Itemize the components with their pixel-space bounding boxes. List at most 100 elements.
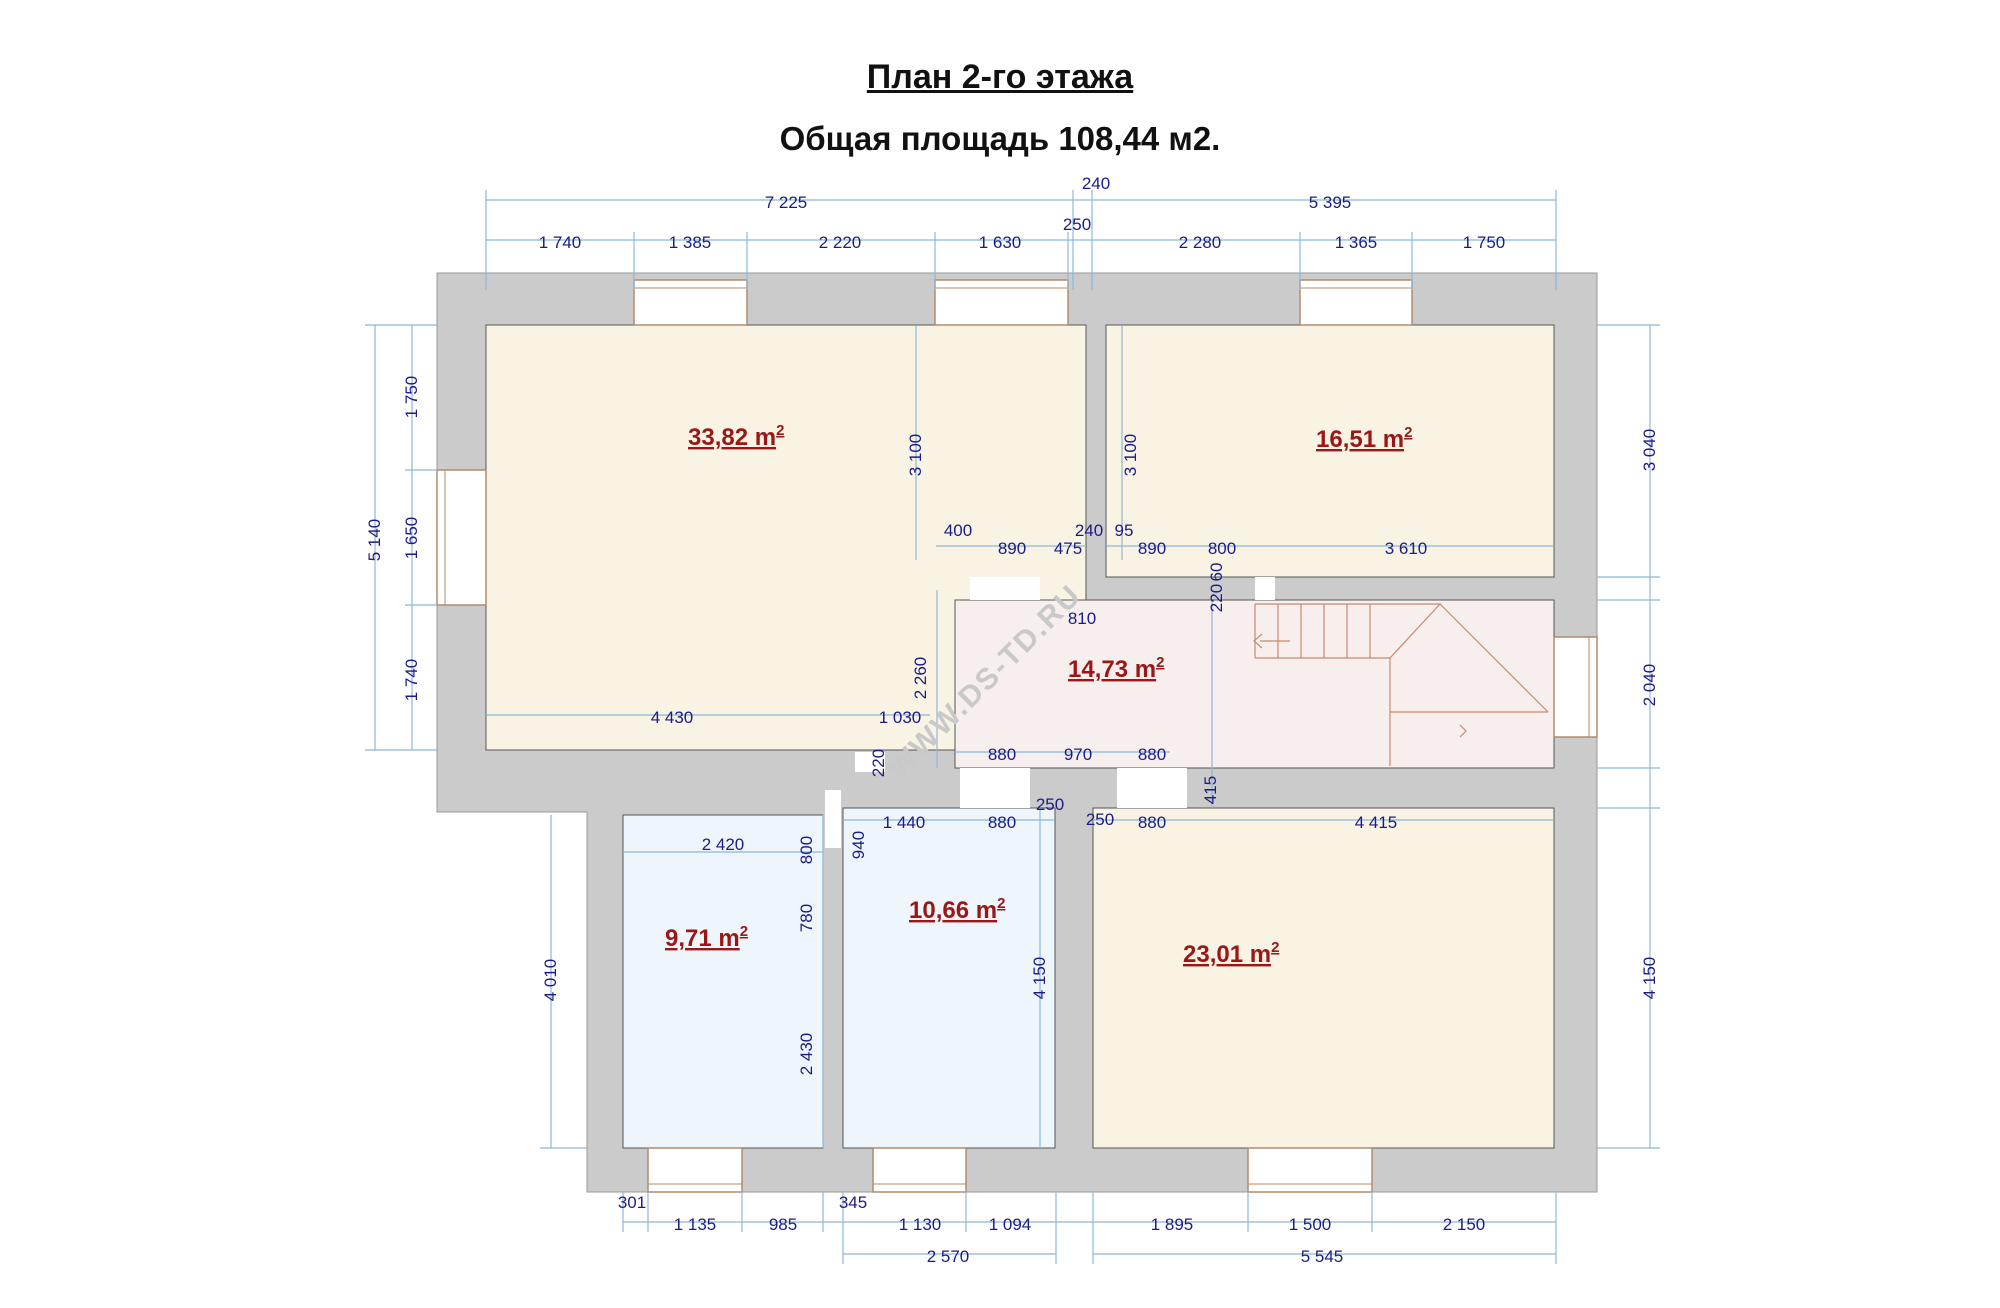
dim-inner-780-v: 780 <box>797 904 816 932</box>
door-hall-right <box>1255 577 1275 600</box>
top-dimensions: 7 225 240 5 395 1 740 1 385 2 220 1 630 … <box>539 174 1506 252</box>
dimension-lines <box>365 190 1660 1264</box>
dim-inner-2260: 2 260 <box>911 657 930 700</box>
dim-bottom-6: 1 094 <box>989 1215 1032 1234</box>
dim-inner-4150-v: 4 150 <box>1030 957 1049 1000</box>
dim-bottom-8: 1 500 <box>1289 1215 1332 1234</box>
dim-bottom-5: 1 130 <box>899 1215 942 1234</box>
dim-inner-220-b: 220 <box>869 749 888 777</box>
dim-bottom-2: 1 135 <box>674 1215 717 1234</box>
plan-title: План 2-го этажа <box>866 58 1134 96</box>
dim-left-1: 1 750 <box>402 376 421 419</box>
dim-top-total-mid: 240 <box>1082 174 1110 193</box>
window-bottom-1 <box>647 1147 743 1193</box>
dim-inner-890-b: 890 <box>1138 539 1166 558</box>
dim-left-total: 5 140 <box>365 519 384 562</box>
window-bottom-2 <box>872 1147 967 1193</box>
dim-inner-60: 60 <box>1207 563 1226 582</box>
dim-top-5: 250 <box>1063 215 1091 234</box>
dim-inner-970: 970 <box>1064 745 1092 764</box>
dim-inner-3100-a: 3 100 <box>906 434 925 477</box>
dim-inner-4430: 4 430 <box>651 708 694 727</box>
dim-bottom-total-1: 2 570 <box>927 1247 970 1266</box>
left-dimensions: 5 140 1 750 1 650 1 740 4 010 <box>365 376 560 1002</box>
dim-left-2: 1 650 <box>402 517 421 560</box>
dim-top-3: 2 220 <box>819 233 862 252</box>
dim-top-2: 1 385 <box>669 233 712 252</box>
dim-bottom-3: 985 <box>769 1215 797 1234</box>
room-3-floor <box>622 814 824 1149</box>
dim-inner-2420: 2 420 <box>702 835 745 854</box>
window-left <box>436 469 487 606</box>
dim-top-total-left: 7 225 <box>765 193 808 212</box>
dim-inner-810: 810 <box>1068 609 1096 628</box>
dim-inner-1030: 1 030 <box>879 708 922 727</box>
dim-top-7: 1 365 <box>1335 233 1378 252</box>
dim-inner-800-v: 800 <box>797 836 816 864</box>
dim-left-lower: 4 010 <box>541 959 560 1002</box>
dim-inner-250-a: 250 <box>1036 795 1064 814</box>
room-area-labels: 33,82 m2 16,51 m2 14,73 m2 9,71 m2 10,66… <box>665 422 1412 968</box>
dim-inner-800-a: 800 <box>1208 539 1236 558</box>
dim-inner-415: 415 <box>1201 776 1220 804</box>
dim-inner-240: 240 <box>1075 521 1103 540</box>
rooms <box>485 324 1555 1149</box>
lobby-floor <box>825 790 841 848</box>
room-2-floor <box>1105 324 1555 578</box>
dim-inner-400: 400 <box>944 521 972 540</box>
dim-right-2: 2 040 <box>1640 664 1659 707</box>
dim-inner-475: 475 <box>1054 539 1082 558</box>
door-gap-room-1 <box>855 752 885 772</box>
window-top-3 <box>1299 279 1413 326</box>
dim-inner-4415: 4 415 <box>1355 813 1398 832</box>
dim-top-total-right: 5 395 <box>1309 193 1352 212</box>
dim-bottom-9: 2 150 <box>1443 1215 1486 1234</box>
right-dimensions: 3 040 2 040 4 150 <box>1640 429 1659 1000</box>
area-label-hall: 14,73 m2 <box>1068 654 1164 683</box>
dim-right-3: 4 150 <box>1640 957 1659 1000</box>
dim-inner-880-a: 880 <box>988 745 1016 764</box>
total-area-label: Общая площадь 108,44 м2. <box>779 120 1221 157</box>
bottom-dimensions: 301 1 135 985 345 1 130 1 094 1 895 1 50… <box>618 1193 1485 1266</box>
dim-top-1: 1 740 <box>539 233 582 252</box>
door-hall-bottom-2 <box>1117 768 1187 808</box>
dim-inner-220-a: 220 <box>1207 584 1226 612</box>
windows <box>436 279 1598 1193</box>
dim-inner-3610: 3 610 <box>1385 539 1428 558</box>
dim-bottom-1: 301 <box>618 1193 646 1212</box>
dim-inner-890-a: 890 <box>998 539 1026 558</box>
area-label-room-1: 33,82 m2 <box>688 422 784 451</box>
dim-inner-880-b: 880 <box>1138 745 1166 764</box>
dim-bottom-4: 345 <box>839 1193 867 1212</box>
area-label-room-2: 16,51 m2 <box>1316 424 1412 453</box>
dim-right-1: 3 040 <box>1640 429 1659 472</box>
window-right <box>1553 636 1598 738</box>
dim-inner-2430-v: 2 430 <box>797 1033 816 1076</box>
room-5-floor <box>1092 807 1555 1149</box>
room-4-floor <box>842 807 1056 1149</box>
dim-inner-880-c: 880 <box>988 813 1016 832</box>
dim-inner-1440: 1 440 <box>883 813 926 832</box>
dim-left-3: 1 740 <box>402 659 421 702</box>
window-bottom-3 <box>1247 1147 1373 1193</box>
window-top-2 <box>934 279 1069 326</box>
dim-bottom-total-2: 5 545 <box>1301 1247 1344 1266</box>
area-label-room-4: 10,66 m2 <box>909 895 1005 924</box>
inner-dimensions: 3 100 3 100 400 890 475 240 95 890 800 3… <box>651 434 1428 1076</box>
dim-inner-3100-b: 3 100 <box>1121 434 1140 477</box>
dim-bottom-7: 1 895 <box>1151 1215 1194 1234</box>
staircase <box>1253 603 1549 766</box>
dim-top-8: 1 750 <box>1463 233 1506 252</box>
dim-inner-250-b: 250 <box>1086 810 1114 829</box>
dim-inner-95: 95 <box>1115 521 1134 540</box>
dim-inner-880-d: 880 <box>1138 813 1166 832</box>
area-label-room-3: 9,71 m2 <box>665 923 748 952</box>
window-top-1 <box>633 279 748 326</box>
door-hall-bottom-1 <box>960 768 1030 808</box>
dim-top-4: 1 630 <box>979 233 1022 252</box>
door-hall-top <box>970 577 1040 600</box>
dim-top-6: 2 280 <box>1179 233 1222 252</box>
area-label-room-5: 23,01 m2 <box>1183 939 1279 968</box>
dim-inner-940-v: 940 <box>849 831 868 859</box>
